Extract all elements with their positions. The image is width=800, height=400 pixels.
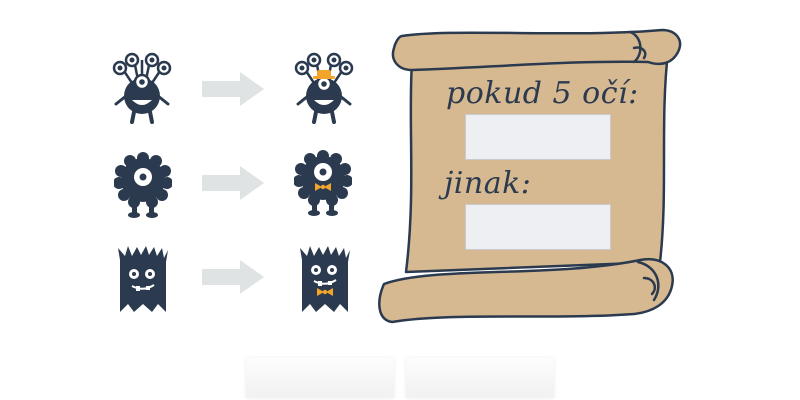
if-rule-label: pokud 5 očí: — [446, 76, 639, 111]
five-eyed-monster-icon — [112, 52, 172, 124]
arrow-right-icon — [202, 72, 264, 106]
spiky-monster-with-bowtie-icon — [300, 246, 350, 312]
five-eyed-monster-with-hat-icon — [294, 52, 354, 124]
left-action-button[interactable] — [246, 358, 394, 398]
else-answer-slot[interactable] — [465, 204, 611, 250]
arrow-right-icon — [202, 260, 264, 294]
else-rule-label: jinak: — [444, 166, 532, 201]
arrow-right-icon — [202, 166, 264, 200]
fluffy-one-eyed-monster-icon — [114, 152, 172, 218]
right-action-button[interactable] — [406, 358, 554, 398]
spiky-monster-icon — [118, 246, 168, 312]
parchment-scroll — [378, 28, 682, 324]
fluffy-one-eyed-monster-with-bowtie-icon — [294, 150, 352, 216]
if-answer-slot[interactable] — [465, 114, 611, 160]
